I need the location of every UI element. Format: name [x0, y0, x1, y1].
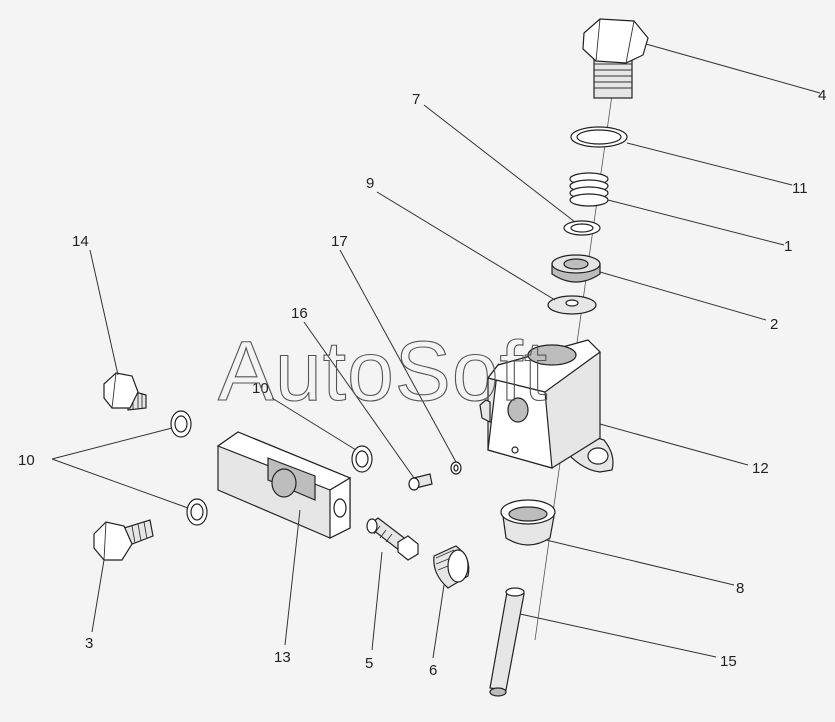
part-1-spring — [569, 172, 609, 207]
callout-labels: 4 11 1 2 7 9 17 16 14 10 10 12 8 15 3 13… — [18, 87, 826, 679]
callout-9: 9 — [366, 175, 374, 192]
callout-17: 17 — [331, 233, 348, 250]
part-10-seal-ring-b — [351, 445, 373, 473]
callout-11: 11 — [792, 180, 808, 197]
callout-8: 8 — [736, 580, 744, 597]
leader-lines — [51, 43, 821, 659]
callout-10-upper: 10 — [252, 380, 269, 397]
part-4-hex-plug — [582, 18, 649, 99]
part-7-washer — [563, 220, 601, 236]
callout-12: 12 — [752, 460, 769, 477]
callout-16: 16 — [291, 305, 308, 322]
callout-13: 13 — [274, 649, 291, 666]
part-5-fitting — [366, 517, 419, 561]
part-8-cup-seal — [500, 499, 556, 546]
part-10-seal-ring-a — [170, 410, 192, 438]
part-15-pin — [489, 587, 525, 697]
part-12-valve-body — [479, 339, 614, 473]
part-9-disc — [547, 295, 597, 315]
part-17-small-washer — [450, 461, 462, 475]
callout-2: 2 — [770, 316, 778, 333]
callout-15: 15 — [720, 653, 737, 670]
callout-4: 4 — [818, 87, 826, 104]
callout-14: 14 — [72, 233, 89, 250]
part-10-seal-ring-c — [186, 498, 208, 526]
callout-10-left: 10 — [18, 452, 35, 469]
callout-3: 3 — [85, 635, 93, 652]
callout-1: 1 — [784, 238, 792, 255]
part-13-junction-block — [216, 431, 352, 539]
part-2-valve-seat — [551, 254, 601, 283]
part-6-cap — [433, 545, 470, 589]
part-16-small-screw — [408, 473, 433, 491]
callout-6: 6 — [429, 662, 437, 679]
callout-5: 5 — [365, 655, 373, 672]
part-3-bolt — [93, 519, 154, 561]
part-14-bolt — [103, 372, 147, 411]
callout-7: 7 — [412, 91, 420, 108]
part-11-o-ring — [570, 126, 628, 148]
watermark: AutoSoft — [218, 324, 548, 418]
